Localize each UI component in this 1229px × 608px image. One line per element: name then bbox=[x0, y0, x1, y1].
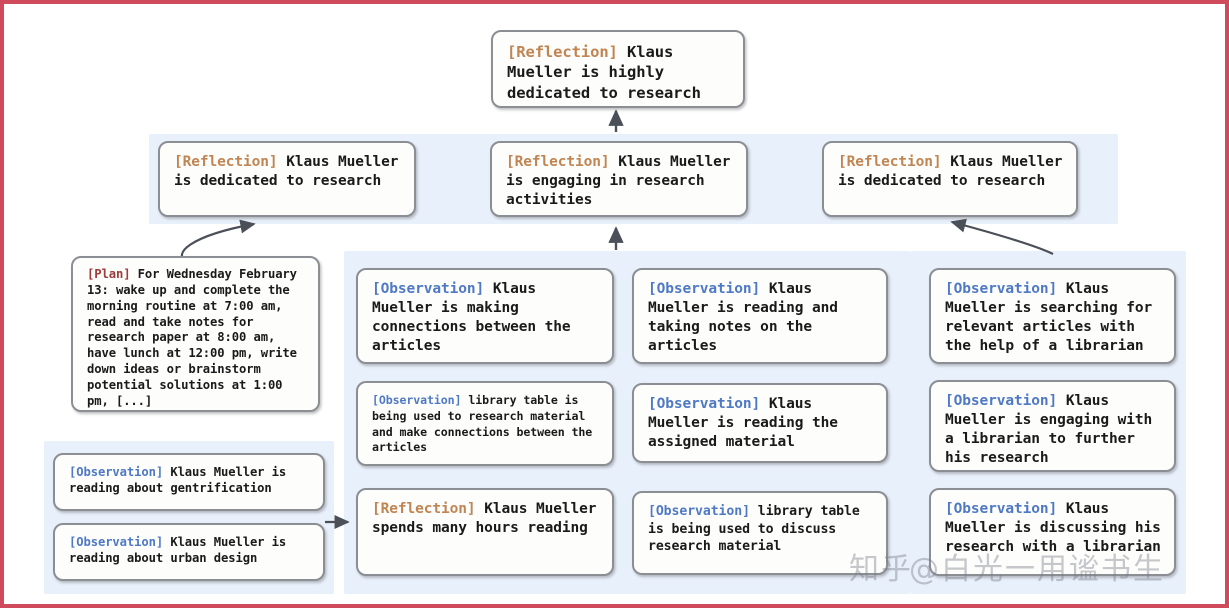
node-right-observation-2[interactable]: [Observation] Klaus Mueller is engaging … bbox=[929, 380, 1176, 472]
node-text: library table is being used to discuss r… bbox=[648, 504, 868, 555]
node-text: Klaus Mueller is discussing his research… bbox=[945, 501, 1170, 556]
node-reflection-3[interactable]: [Reflection] Klaus Mueller is dedicated … bbox=[822, 141, 1078, 217]
tag-reflection: [Reflection] bbox=[507, 43, 618, 61]
tag-observation: [Observation] bbox=[945, 501, 1058, 517]
node-reflection-2[interactable]: [Reflection] Klaus Mueller is engaging i… bbox=[490, 141, 748, 217]
node-midleft-observation-1[interactable]: [Observation] Klaus Mueller is making co… bbox=[356, 268, 614, 364]
tag-observation: [Observation] bbox=[372, 281, 485, 297]
arrow-right-to-right-reflection bbox=[950, 218, 1054, 255]
tag-observation: [Observation] bbox=[69, 535, 164, 549]
node-text: Klaus Mueller is engaging with a librari… bbox=[945, 393, 1161, 467]
node-text: For Wednesday February 13: wake up and c… bbox=[87, 267, 305, 408]
node-left-observation-2[interactable]: [Observation] Klaus Mueller is reading a… bbox=[53, 523, 325, 581]
node-text: Klaus Mueller is dedicated to research bbox=[838, 154, 1072, 190]
node-text: Klaus Mueller is engaging in research ac… bbox=[506, 154, 740, 209]
node-text: Klaus Mueller is dedicated to research bbox=[174, 154, 408, 190]
node-text: Klaus Mueller is highly dedicated to res… bbox=[507, 43, 701, 102]
node-left-observation-1[interactable]: [Observation] Klaus Mueller is reading a… bbox=[53, 453, 325, 511]
tag-reflection: [Reflection] bbox=[174, 154, 278, 170]
node-text: Klaus Mueller is reading the assigned ma… bbox=[648, 396, 847, 451]
node-plan[interactable]: [Plan] For Wednesday February 13: wake u… bbox=[71, 256, 320, 412]
node-root-reflection[interactable]: [Reflection] Klaus Mueller is highly ded… bbox=[491, 30, 745, 108]
node-midright-observation-3[interactable]: [Observation] library table is being use… bbox=[632, 491, 888, 575]
node-text: Klaus Mueller spends many hours reading bbox=[372, 501, 606, 537]
node-text: Klaus Mueller is reading about urban des… bbox=[69, 535, 294, 565]
tag-plan: [Plan] bbox=[87, 267, 131, 281]
tag-observation: [Observation] bbox=[648, 396, 761, 412]
node-right-observation-1[interactable]: [Observation] Klaus Mueller is searching… bbox=[929, 268, 1176, 364]
tag-observation: [Observation] bbox=[945, 393, 1058, 409]
node-text: Klaus Mueller is searching for relevant … bbox=[945, 281, 1161, 355]
node-reflection-1[interactable]: [Reflection] Klaus Mueller is dedicated … bbox=[158, 141, 416, 217]
node-text: Klaus Mueller is reading about gentrific… bbox=[69, 465, 294, 495]
tag-observation: [Observation] bbox=[945, 281, 1058, 297]
tag-observation: [Observation] bbox=[648, 504, 750, 519]
tag-observation: [Observation] bbox=[648, 281, 761, 297]
tag-observation: [Observation] bbox=[69, 465, 164, 479]
tag-reflection: [Reflection] bbox=[372, 501, 476, 517]
node-text: library table is being used to research … bbox=[372, 393, 600, 455]
node-right-observation-3[interactable]: [Observation] Klaus Mueller is discussin… bbox=[929, 488, 1176, 576]
tag-reflection: [Reflection] bbox=[506, 154, 610, 170]
tag-observation: [Observation] bbox=[372, 393, 462, 407]
node-midright-observation-2[interactable]: [Observation] Klaus Mueller is reading t… bbox=[632, 383, 888, 463]
tag-reflection: [Reflection] bbox=[838, 154, 942, 170]
node-text: Klaus Mueller is reading and taking note… bbox=[648, 281, 847, 355]
node-text: Klaus Mueller is making connections betw… bbox=[372, 281, 580, 355]
node-midright-observation-1[interactable]: [Observation] Klaus Mueller is reading a… bbox=[632, 268, 888, 364]
node-midleft-reflection[interactable]: [Reflection] Klaus Mueller spends many h… bbox=[356, 488, 614, 576]
node-midleft-observation-2[interactable]: [Observation] library table is being use… bbox=[356, 381, 614, 466]
